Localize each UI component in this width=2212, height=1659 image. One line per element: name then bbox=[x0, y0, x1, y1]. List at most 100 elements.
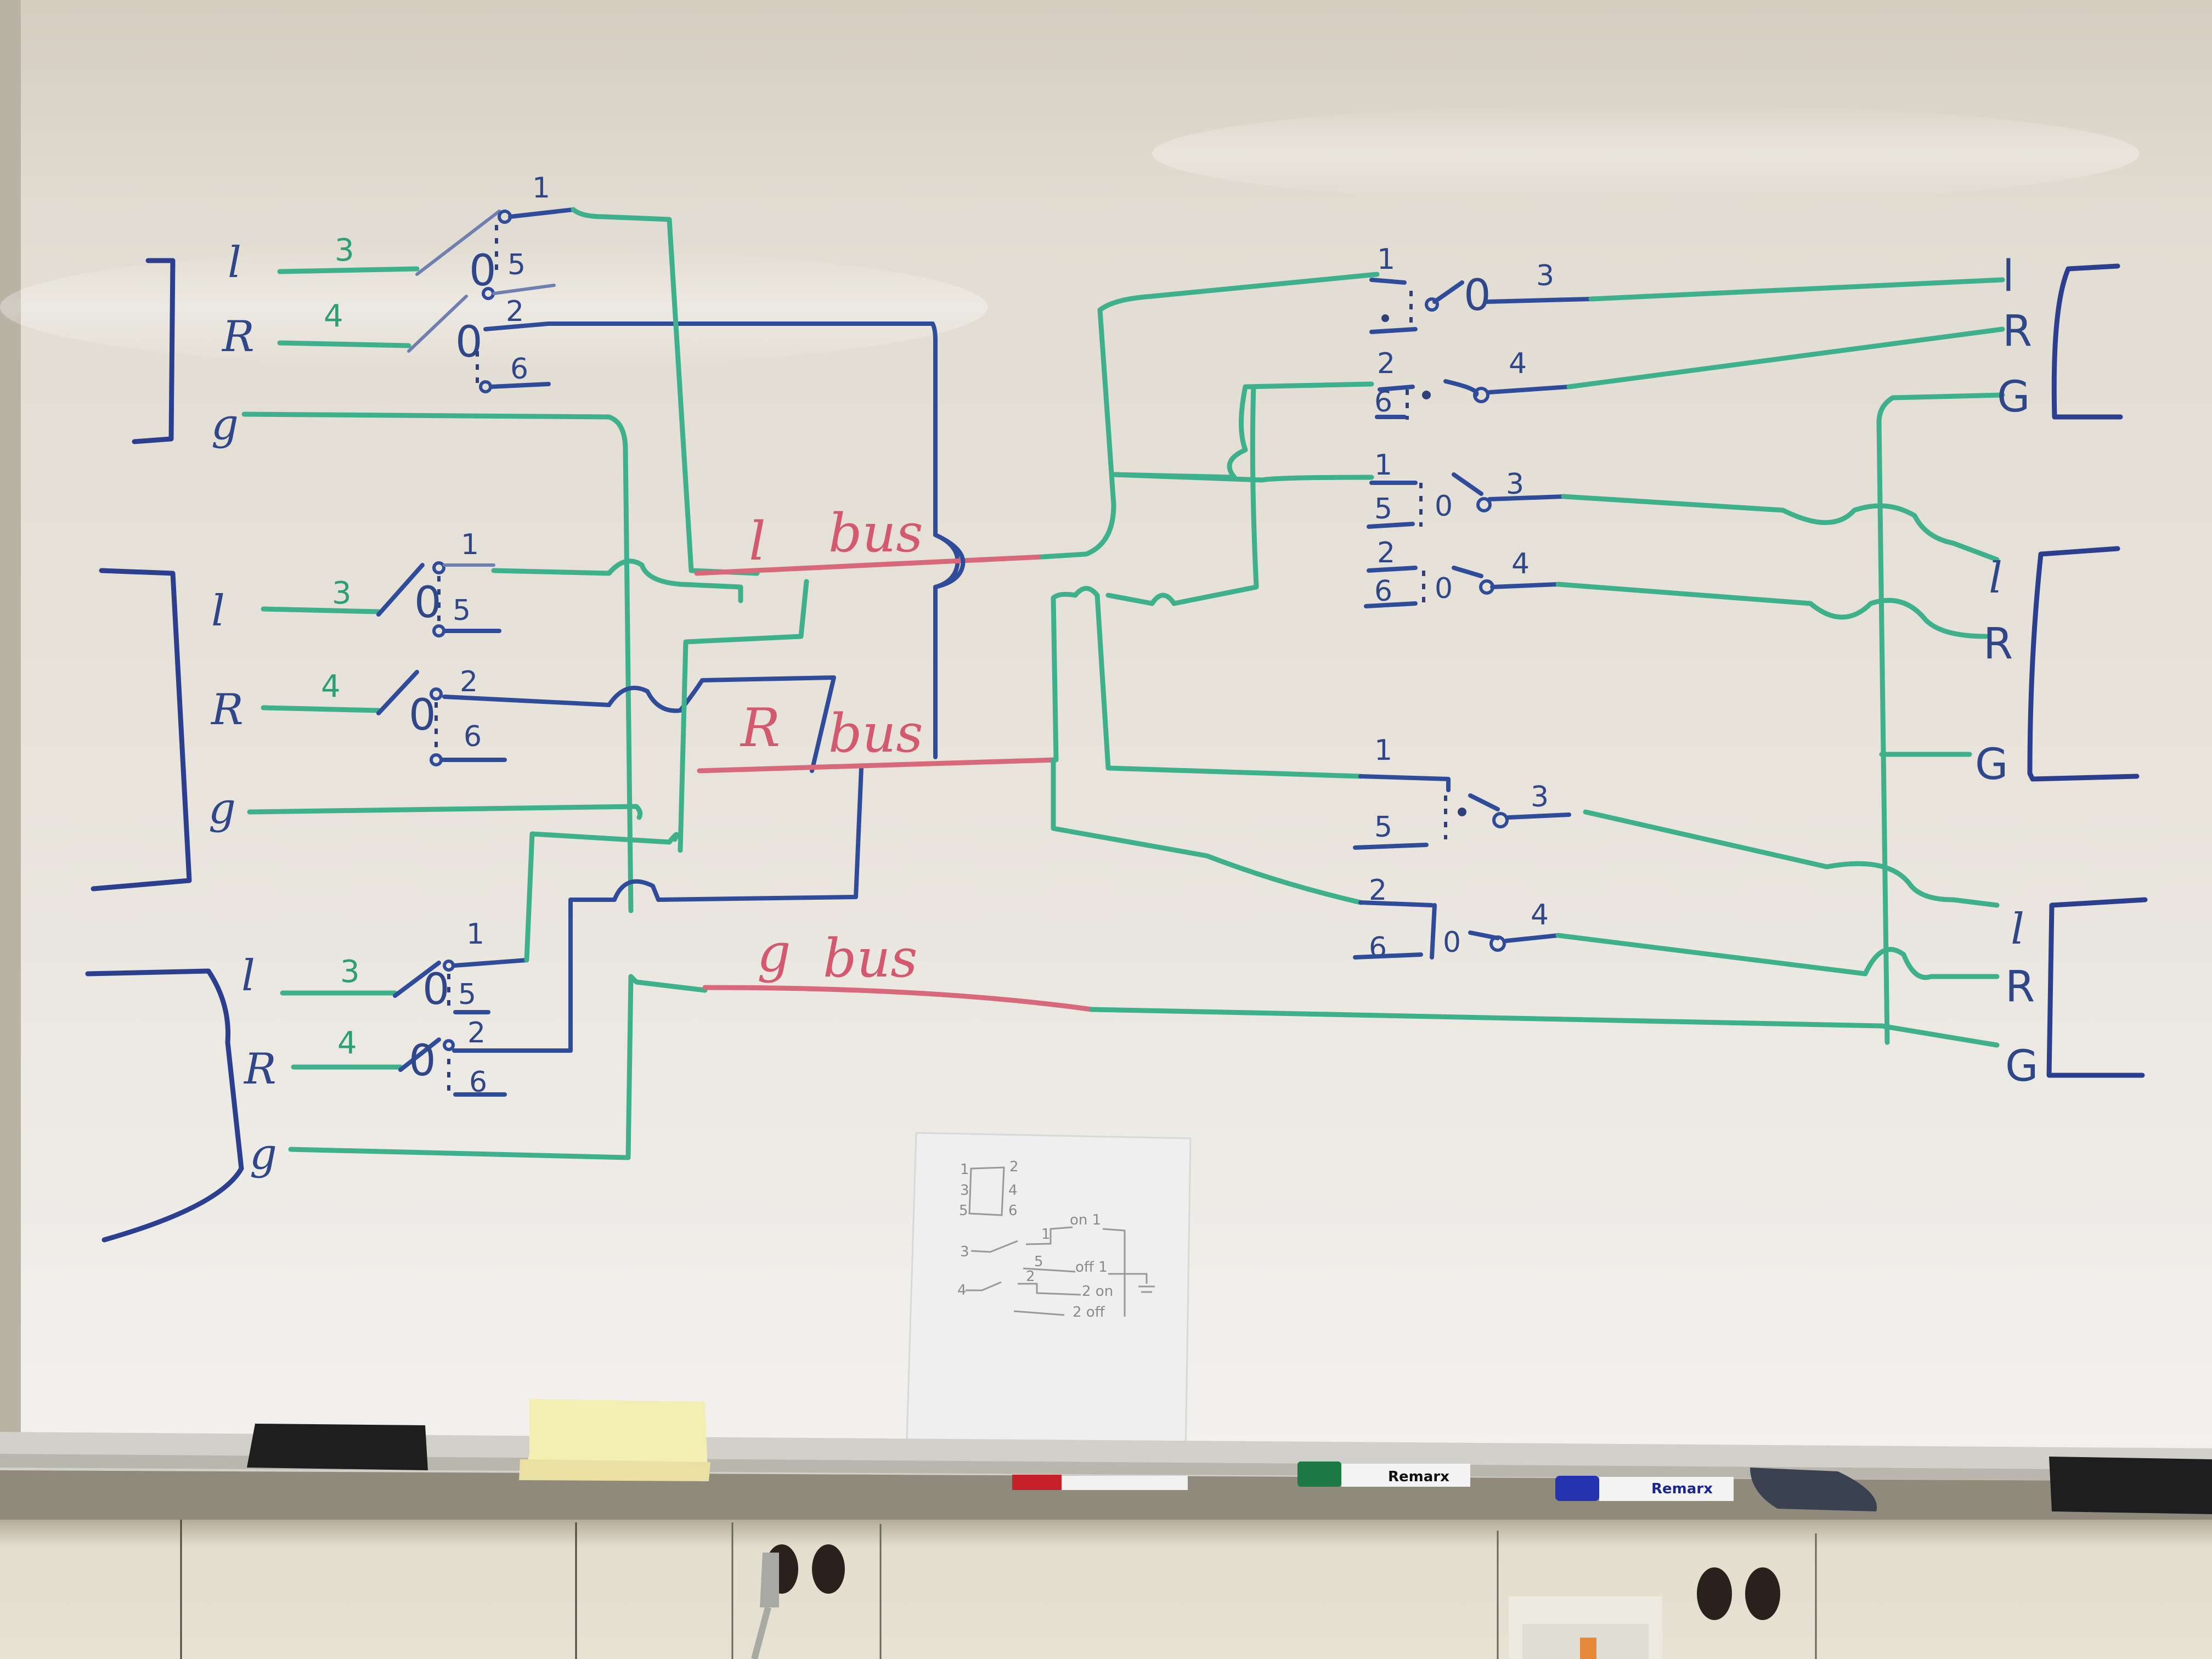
svg-text:R: R bbox=[1983, 619, 2013, 669]
svg-text:6: 6 bbox=[510, 353, 528, 386]
svg-text:0: 0 bbox=[414, 578, 442, 628]
right-switch-5: 1 5 3 bbox=[1353, 734, 2000, 908]
svg-text:R: R bbox=[740, 697, 780, 759]
svg-text:2: 2 bbox=[460, 665, 478, 698]
svg-text:1: 1 bbox=[1374, 449, 1392, 482]
svg-text:off 1: off 1 bbox=[1075, 1259, 1108, 1276]
svg-text:l: l bbox=[241, 951, 255, 1001]
svg-text:3: 3 bbox=[332, 575, 352, 611]
svg-text:4: 4 bbox=[1008, 1182, 1018, 1199]
right-connector-group-1: l R G bbox=[1997, 252, 2123, 422]
svg-text:Remarx: Remarx bbox=[1651, 1481, 1713, 1497]
svg-text:l: l bbox=[228, 238, 241, 287]
right-switch-1: 1 0 3 bbox=[1369, 243, 2005, 334]
svg-text:0: 0 bbox=[455, 318, 483, 367]
svg-text:6: 6 bbox=[464, 720, 482, 753]
svg-text:2: 2 bbox=[1377, 347, 1395, 380]
svg-text:g: g bbox=[757, 922, 791, 984]
svg-text:6: 6 bbox=[1369, 932, 1387, 964]
green-marker[interactable]: Remarx bbox=[1297, 1462, 1470, 1487]
svg-text:bus: bus bbox=[823, 928, 918, 989]
right-switch-2: 2 6 4 bbox=[1374, 326, 2005, 420]
svg-text:5: 5 bbox=[1374, 493, 1392, 526]
r-bus: R bus bbox=[697, 697, 1059, 774]
svg-text:1: 1 bbox=[461, 528, 479, 561]
svg-text:2: 2 bbox=[1026, 1268, 1035, 1285]
svg-text:3: 3 bbox=[1506, 468, 1524, 501]
svg-text:2 on: 2 on bbox=[1082, 1283, 1113, 1300]
svg-text:l: l bbox=[1989, 554, 2002, 603]
svg-text:1: 1 bbox=[1377, 243, 1395, 276]
svg-text:1: 1 bbox=[1374, 734, 1392, 767]
svg-text:R: R bbox=[2005, 962, 2035, 1012]
svg-text:g: g bbox=[250, 1130, 277, 1179]
svg-text:3: 3 bbox=[960, 1182, 969, 1199]
svg-text:0: 0 bbox=[409, 1036, 436, 1086]
svg-text:3: 3 bbox=[340, 954, 360, 990]
cloth[interactable] bbox=[1750, 1468, 1877, 1511]
svg-text:g: g bbox=[208, 784, 236, 833]
svg-text:R: R bbox=[243, 1045, 276, 1094]
blue-marker[interactable]: Remarx bbox=[1555, 1476, 1734, 1501]
svg-text:4: 4 bbox=[1531, 899, 1549, 932]
svg-text:Remarx: Remarx bbox=[1388, 1469, 1449, 1485]
svg-text:5: 5 bbox=[1374, 811, 1392, 844]
paper-sketch: 1 2 3 4 5 6 3 1 on 1 5 off 1 4 2 2 on 2 … bbox=[904, 1132, 1192, 1493]
svg-text:0: 0 bbox=[409, 691, 436, 740]
svg-text:l: l bbox=[2002, 252, 2015, 301]
svg-text:6: 6 bbox=[1008, 1203, 1018, 1219]
right-connector-group-3: l R G bbox=[2005, 897, 2148, 1091]
left-connector-group-2: l R g 3 1 0 5 4 0 2 6 bbox=[91, 528, 643, 891]
svg-text:bus: bus bbox=[828, 703, 923, 764]
svg-text:2: 2 bbox=[1009, 1159, 1019, 1175]
svg-text:4: 4 bbox=[337, 1025, 357, 1061]
svg-text:2 off: 2 off bbox=[1073, 1304, 1105, 1321]
g-bus: g bus bbox=[702, 922, 1094, 1012]
left-connector-group-1: l R g 3 1 0 5 4 0 2 6 bbox=[132, 172, 935, 913]
svg-text:4: 4 bbox=[321, 669, 341, 704]
l-bus: l bus bbox=[694, 503, 1045, 589]
svg-text:3: 3 bbox=[960, 1244, 969, 1260]
power-outlet-left[interactable] bbox=[751, 1544, 845, 1659]
svg-text:4: 4 bbox=[1511, 548, 1530, 580]
wall-plate[interactable] bbox=[1509, 1596, 1662, 1659]
svg-text:1: 1 bbox=[960, 1161, 969, 1178]
svg-text:0: 0 bbox=[422, 965, 450, 1014]
eraser-right[interactable] bbox=[2049, 1457, 2212, 1514]
svg-text:5: 5 bbox=[507, 249, 526, 281]
svg-text:l: l bbox=[211, 586, 225, 636]
svg-text:6: 6 bbox=[1374, 575, 1392, 608]
svg-text:5: 5 bbox=[959, 1203, 968, 1219]
svg-text:G: G bbox=[2005, 1042, 2038, 1091]
svg-text:2: 2 bbox=[1377, 537, 1395, 569]
right-switch-4: 2 6 0 4 bbox=[1364, 537, 1989, 639]
cabinet bbox=[0, 1520, 2212, 1659]
red-marker[interactable] bbox=[1012, 1475, 1188, 1490]
svg-text:5: 5 bbox=[453, 594, 471, 627]
svg-text:R: R bbox=[2002, 307, 2032, 356]
svg-text:R: R bbox=[210, 685, 244, 735]
svg-text:1: 1 bbox=[532, 172, 550, 205]
right-connector-group-2: l R G bbox=[1975, 546, 2140, 789]
power-outlet-right[interactable] bbox=[1697, 1567, 1780, 1620]
svg-text:l: l bbox=[749, 511, 766, 572]
svg-text:4: 4 bbox=[1509, 347, 1527, 380]
svg-text:G: G bbox=[1975, 740, 2008, 789]
eraser-left[interactable] bbox=[247, 1424, 428, 1470]
svg-text:4: 4 bbox=[324, 298, 343, 334]
svg-text:0: 0 bbox=[1435, 490, 1453, 523]
svg-text:6: 6 bbox=[1374, 386, 1392, 419]
svg-text:l: l bbox=[2011, 905, 2024, 954]
svg-text:2: 2 bbox=[467, 1017, 486, 1049]
svg-text:5: 5 bbox=[458, 978, 476, 1011]
right-switch-6: 2 6 0 4 bbox=[1353, 874, 2000, 980]
svg-text:4: 4 bbox=[957, 1282, 967, 1299]
svg-text:2: 2 bbox=[506, 295, 524, 328]
svg-text:bus: bus bbox=[828, 503, 923, 564]
svg-text:0: 0 bbox=[1435, 572, 1453, 605]
sticky-notes[interactable] bbox=[519, 1399, 710, 1481]
svg-text:0: 0 bbox=[1464, 271, 1491, 320]
svg-text:3: 3 bbox=[1536, 259, 1554, 292]
svg-text:1: 1 bbox=[466, 918, 484, 951]
